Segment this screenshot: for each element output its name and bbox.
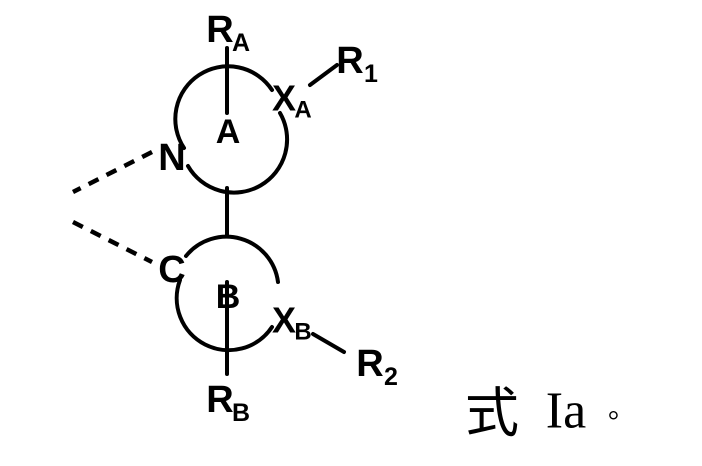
ring-label-a: A [216,113,241,151]
atom-subscript-xa: A [294,97,311,124]
substituent-label-r2: R [356,343,383,385]
substituent-subscript-rb: B [232,399,250,427]
substituent-label-r1: R [336,40,363,82]
ring-a-arc-upper-left [173,64,274,150]
ring-b-arc-top-right [184,234,280,284]
substituent-subscript-ra: A [232,29,250,57]
dashed-bond-from-nitrogen [71,149,154,195]
ring-b-arc-bottom-left [174,278,274,353]
ring-label-b: B [216,278,241,316]
caption-formula-word: 式 [465,382,519,445]
ring-a-arc-right-bottom [186,111,290,195]
bond-xa-to-r1 [308,63,339,87]
dashed-bond-to-carbon [71,219,154,265]
caption-terminator: 。 [608,392,636,425]
substituent-label-rb: R [206,379,233,421]
atom-label-xb: X [272,300,296,341]
atom-label-nitrogen: N [158,137,185,179]
substituent-label-ra: R [206,9,233,51]
atom-subscript-xb: B [294,319,311,346]
substituent-subscript-r2: 2 [384,363,398,391]
atom-label-carbon: C [158,249,185,291]
atom-label-xa: X [272,78,296,119]
substituent-subscript-r1: 1 [364,60,378,88]
bond-xb-to-r2 [311,332,346,354]
caption-formula-id: Ia [546,383,586,440]
